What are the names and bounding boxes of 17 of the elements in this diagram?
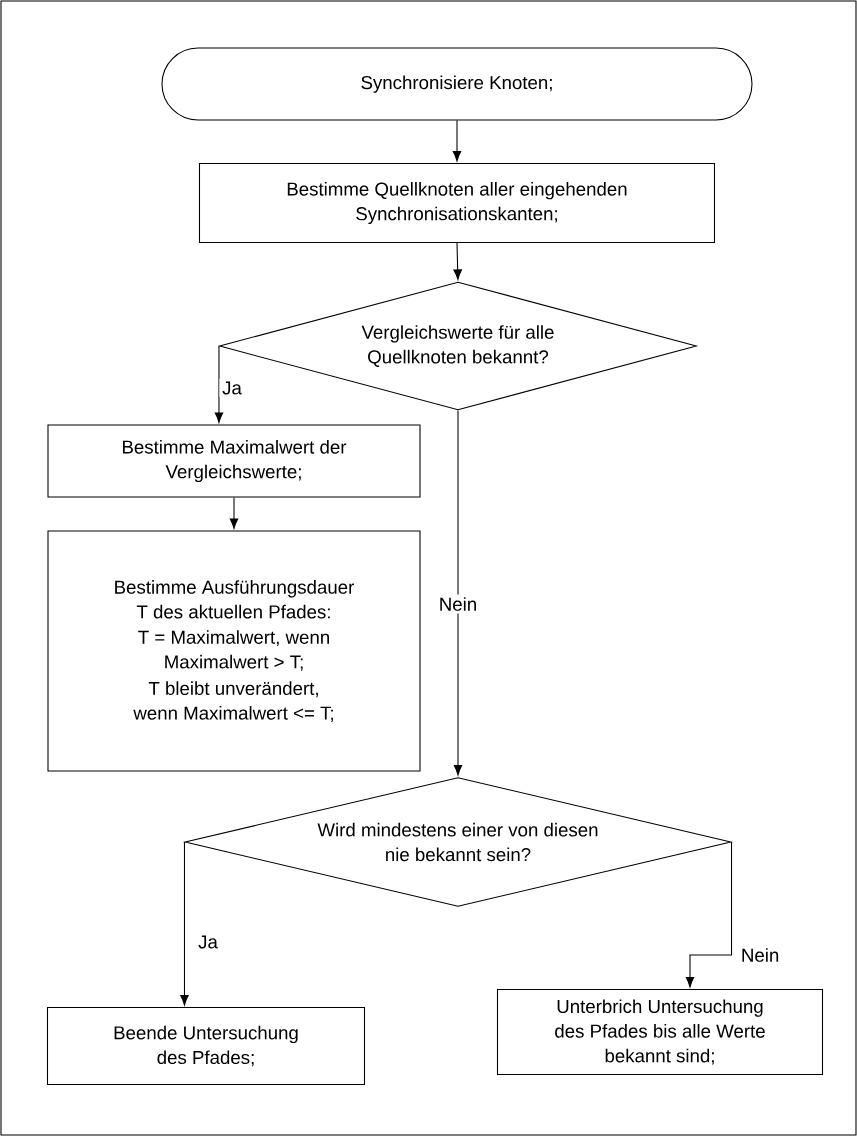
arrow bbox=[180, 841, 189, 1006]
terminal-box: Synchronisiere Knoten; bbox=[161, 47, 753, 121]
arrow bbox=[214, 345, 224, 423]
arrow bbox=[453, 242, 462, 280]
edge-label: Nein bbox=[738, 945, 782, 965]
process-box: Beende Untersuchung des Pfades; bbox=[46, 1006, 366, 1086]
process-box: Unterbrich Untersuchung des Pfades bis alle Werte bekannt sind; bbox=[496, 988, 824, 1076]
arrow bbox=[685, 841, 733, 988]
edge-label: Ja bbox=[195, 932, 221, 952]
process-box: Bestimme Quellknoten aller eingehenden Synchronisationskanten; bbox=[198, 162, 716, 244]
process-box: Bestimme Ausführungsdauer T des aktuellen Pfades: T = Maximalwert, wenn Maximalwert > T; T bleibt unverändert, wenn Maximalwert <= T; bbox=[47, 530, 421, 772]
arrow bbox=[452, 120, 462, 162]
edge-label: Ja bbox=[219, 378, 245, 398]
process-box: Bestimme Maximalwert der Vergleichswerte; bbox=[47, 424, 421, 498]
edge-label: Nein bbox=[436, 594, 480, 614]
arrow bbox=[453, 410, 463, 776]
arrow bbox=[229, 497, 239, 529]
